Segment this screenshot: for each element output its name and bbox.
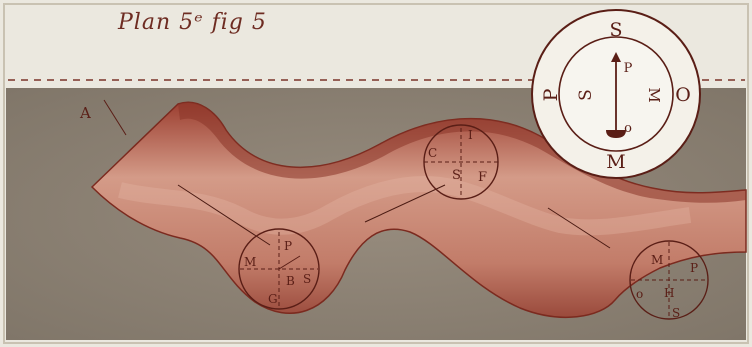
compass-label-needle-top: P bbox=[624, 61, 633, 76]
compass-label-bottom: M bbox=[606, 151, 625, 173]
circle-left-label-right: S bbox=[303, 272, 311, 286]
label-a: A bbox=[79, 104, 91, 122]
circle-right: M P o H S bbox=[630, 241, 708, 320]
circle-left: P M B S G bbox=[239, 229, 319, 309]
circle-right-label-right: P bbox=[690, 261, 698, 275]
compass-label-top: S bbox=[609, 19, 622, 41]
circle-left-label-center: B bbox=[286, 274, 295, 288]
circle-upper-label-top: I bbox=[468, 128, 473, 142]
compass-label-inner-left: S bbox=[576, 89, 596, 101]
circle-left-label-top: P bbox=[284, 239, 292, 253]
circle-upper-label-left: C bbox=[428, 146, 437, 160]
compass-label-needle-bottom: o bbox=[624, 121, 632, 136]
plan-title: Plan 5ᵉ fig 5 bbox=[118, 10, 267, 35]
circle-right-label-top: M bbox=[651, 253, 663, 267]
circle-upper-label-right: F bbox=[478, 170, 487, 185]
circle-left-label-left: M bbox=[244, 255, 256, 269]
circle-right-label-left: o bbox=[636, 287, 643, 301]
compass-label-inner-right: M bbox=[645, 87, 663, 102]
circle-upper-label-center: S bbox=[452, 168, 461, 183]
circle-right-label-center: H bbox=[664, 286, 674, 300]
compass-label-right: O bbox=[675, 84, 691, 106]
compass-rose: S M P O S M P o bbox=[532, 10, 700, 178]
circle-right-label-bottom: S bbox=[672, 306, 680, 320]
compass-label-left: P bbox=[540, 88, 562, 101]
circle-left-label-bottom: G bbox=[268, 292, 278, 306]
